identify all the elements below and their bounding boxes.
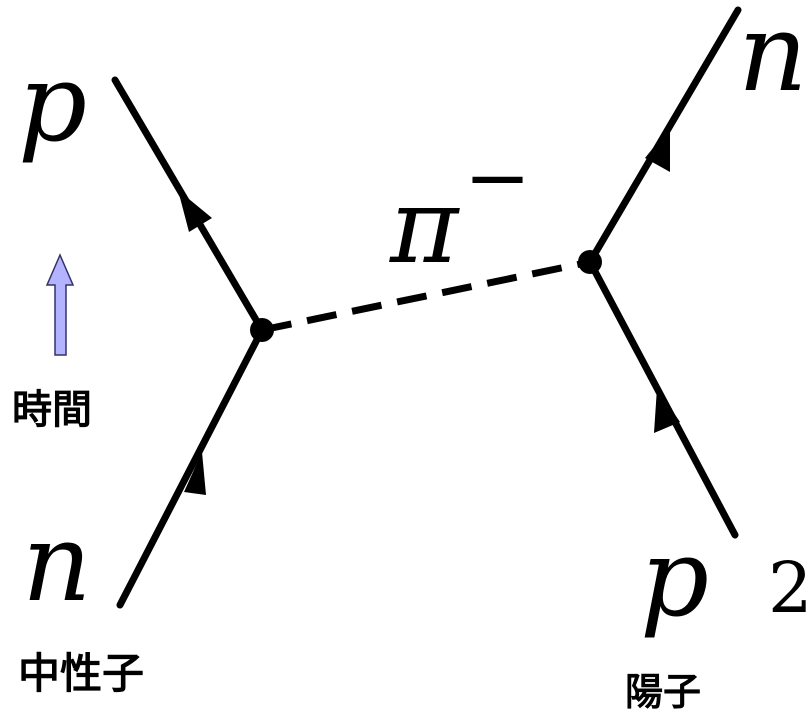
vertex-right (578, 250, 602, 274)
label-exchange-particle: π (389, 165, 460, 287)
arrow-right-upper-icon (645, 127, 670, 172)
label-exchange-charge: − (464, 131, 531, 224)
up-arrow-icon (45, 253, 75, 356)
label-top-right: n (738, 0, 808, 116)
pion-propagator (261, 258, 591, 334)
arrow-right-lower-icon (654, 388, 680, 433)
arrow-left-upper-icon (178, 190, 212, 232)
left-lower-line (116, 326, 266, 609)
label-top-left: p (18, 41, 87, 166)
vertex-left (250, 318, 274, 342)
proton-label: 陽子 (625, 670, 701, 712)
label-bottom-right: p (640, 516, 709, 641)
arrow-left-lower-icon (184, 452, 206, 495)
neutron-label: 中性子 (18, 649, 144, 698)
label-bottom-right-extra: 2 (768, 547, 809, 629)
time-label: 時間 (12, 387, 92, 433)
label-bottom-left: n (22, 501, 92, 626)
